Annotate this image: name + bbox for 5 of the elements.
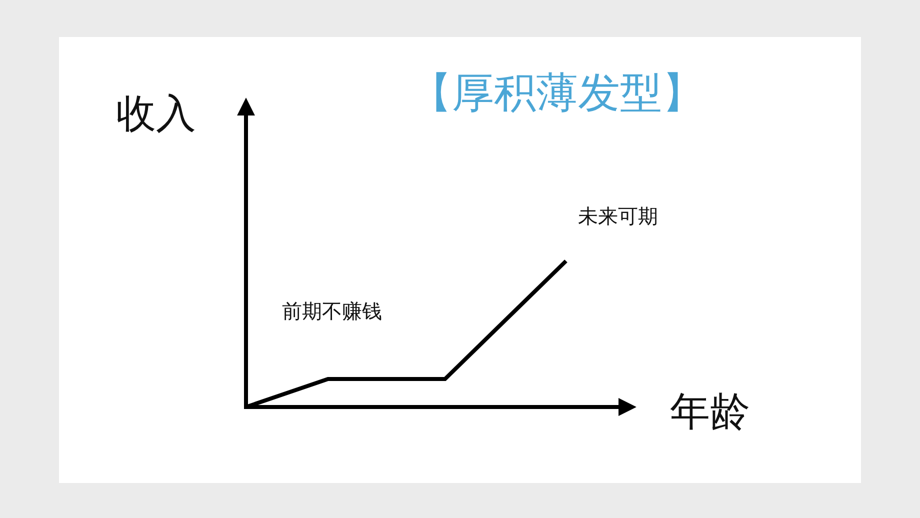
axis-label: 收入 [116,92,196,136]
annotation-text: 前期不赚钱 [282,300,382,322]
annotation-text: 未来可期 [578,205,658,227]
chart-title: 【厚积薄发型】 [410,70,704,116]
axis-label: 年龄 [670,390,750,434]
